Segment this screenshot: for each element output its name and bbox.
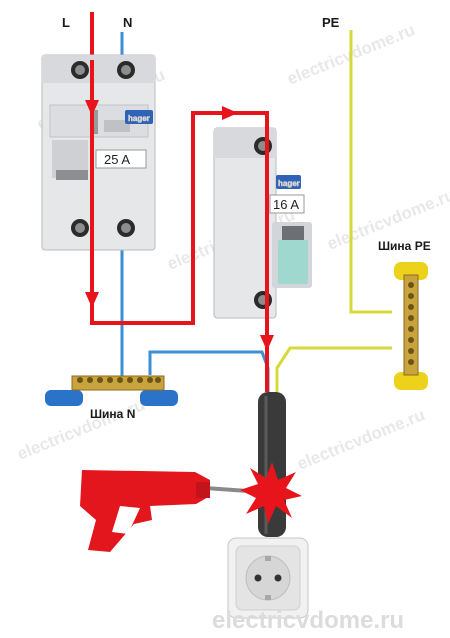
arrow-icon: [85, 292, 99, 308]
breaker-brand-logo: hager: [278, 179, 300, 188]
spark-icon: [240, 462, 302, 524]
circuit-breaker: hager 16 A: [213, 127, 312, 319]
label-earth-bus: Шина PE: [378, 239, 431, 253]
rcd-rating: 25 A: [104, 152, 130, 167]
socket-icon: [227, 537, 309, 619]
rcd-brand-logo: hager: [128, 114, 150, 123]
breaker-rating: 16 A: [273, 197, 299, 212]
label-neutral-bus: Шина N: [90, 407, 135, 421]
earth-bus-bar: [394, 262, 428, 390]
neutral-wire-out: [148, 350, 270, 392]
earth-wire-in: [349, 30, 392, 314]
label-earth: PE: [322, 15, 340, 30]
watermark: electricvdome.ru: [14, 395, 147, 464]
arrow-icon: [85, 100, 99, 116]
footer-watermark: electricvdome.ru: [212, 607, 404, 634]
earth-wire-out: [275, 346, 392, 392]
label-live: L: [62, 15, 70, 30]
arrow-icon: [222, 106, 238, 120]
label-neutral: N: [123, 15, 132, 30]
watermark: electricvdome.ru: [294, 405, 427, 474]
arrow-icon: [260, 335, 274, 351]
neutral-bus-bar: [45, 375, 178, 406]
drill-icon: [80, 470, 263, 552]
live-wire-path: [90, 60, 269, 392]
rcd-device: hager 25 A: [41, 54, 156, 251]
